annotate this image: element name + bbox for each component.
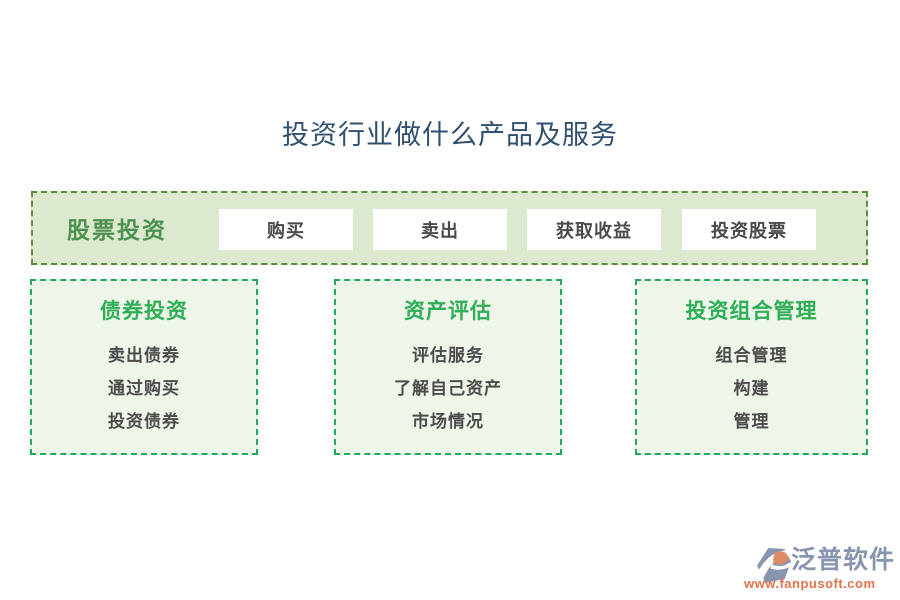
list-item: 评估服务 (412, 346, 484, 365)
portfolio-management-card: 投资组合管理 组合管理 构建 管理 (635, 279, 868, 455)
list-item: 了解自己资产 (394, 379, 502, 398)
brand-watermark: 泛普软件 www.fanpusoft.com (744, 546, 894, 596)
list-item: 组合管理 (715, 346, 788, 365)
list-item: 管理 (733, 412, 770, 431)
stock-investment-panel: 股票投资 购买 卖出 获取收益 投资股票 (31, 191, 868, 265)
asset-evaluation-title: 资产评估 (404, 299, 492, 323)
sell-button[interactable]: 卖出 (373, 209, 507, 250)
list-item: 构建 (733, 379, 770, 398)
stock-investment-label: 股票投资 (67, 218, 167, 243)
list-item: 投资债券 (108, 412, 180, 431)
brand-url: www.fanpusoft.com (744, 576, 876, 591)
fanpu-gem-icon (756, 548, 791, 583)
invest-stocks-button[interactable]: 投资股票 (682, 209, 816, 250)
list-item: 通过购买 (108, 379, 180, 398)
portfolio-management-title: 投资组合管理 (685, 299, 818, 323)
page-title: 投资行业做什么产品及服务 (282, 120, 618, 150)
bond-investment-card: 债券投资 卖出债券 通过购买 投资债券 (30, 279, 258, 455)
list-item: 卖出债券 (108, 346, 180, 365)
get-returns-button[interactable]: 获取收益 (527, 209, 661, 250)
buy-button[interactable]: 购买 (219, 209, 353, 250)
list-item: 市场情况 (412, 412, 484, 431)
asset-evaluation-card: 资产评估 评估服务 了解自己资产 市场情况 (334, 279, 562, 455)
brand-name: 泛普软件 (791, 547, 896, 574)
bond-investment-title: 债券投资 (100, 299, 188, 323)
